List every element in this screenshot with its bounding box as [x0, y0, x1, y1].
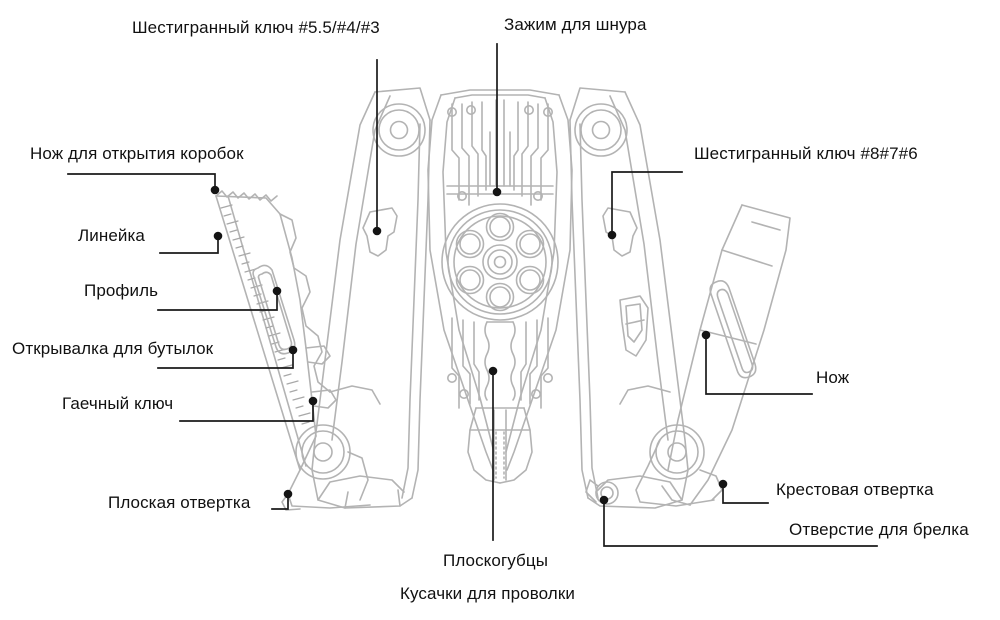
callout-label-cord-clamp: Зажим для шнура — [504, 15, 647, 34]
callout-label-keychain-hole: Отверстие для брелка — [789, 520, 969, 539]
callout-label-wrench: Гаечный ключ — [62, 394, 174, 413]
callout-label-knife: Нож — [816, 368, 850, 387]
callout-label-pliers: Плоскогубцы — [443, 551, 549, 570]
callout-label-flat-screwdriver: Плоская отвертка — [108, 493, 251, 512]
callout-label-bottle-opener: Открывалка для бутылок — [12, 339, 214, 358]
callout-label-hex-key-8-7-6: Шестигранный ключ #8#7#6 — [694, 144, 918, 163]
callout-label-wire-cutters: Кусачки для проволки — [400, 584, 575, 603]
callout-label-box-cutter-knife: Нож для открытия коробок — [30, 144, 244, 163]
callout-label-hex-key-5-4-3: Шестигранный ключ #5.5/#4/#3 — [132, 18, 380, 37]
callout-label-phillips-screwdriver: Крестовая отвертка — [776, 480, 934, 499]
callout-label-profile: Профиль — [84, 281, 159, 300]
callout-label-ruler: Линейка — [78, 226, 145, 245]
